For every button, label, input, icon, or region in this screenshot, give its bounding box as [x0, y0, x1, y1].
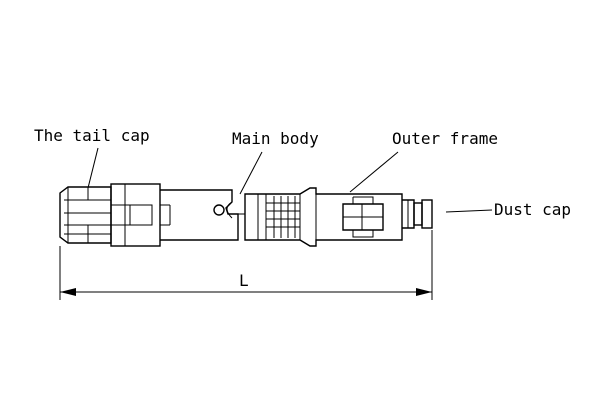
outer-frame-leader: [349, 151, 399, 193]
length-dimension: [59, 230, 433, 300]
tail-cap-label: The tail cap: [34, 126, 150, 145]
tail-cap-leader: [87, 147, 99, 189]
dust-cap-leader: [445, 209, 493, 213]
main-body-leader: [239, 151, 263, 195]
outer-frame-label: Outer frame: [392, 129, 498, 148]
dust-cap-label: Dust cap: [494, 200, 571, 219]
main-body: [160, 189, 245, 241]
dimension-arrow-right-icon: [416, 288, 432, 296]
length-label: L: [239, 271, 249, 290]
outer-frame: [244, 187, 403, 247]
dimension-arrow-left-icon: [60, 288, 76, 296]
main-body-label: Main body: [232, 129, 319, 148]
tail-cap: [59, 183, 161, 247]
dust-cap: [402, 199, 433, 229]
